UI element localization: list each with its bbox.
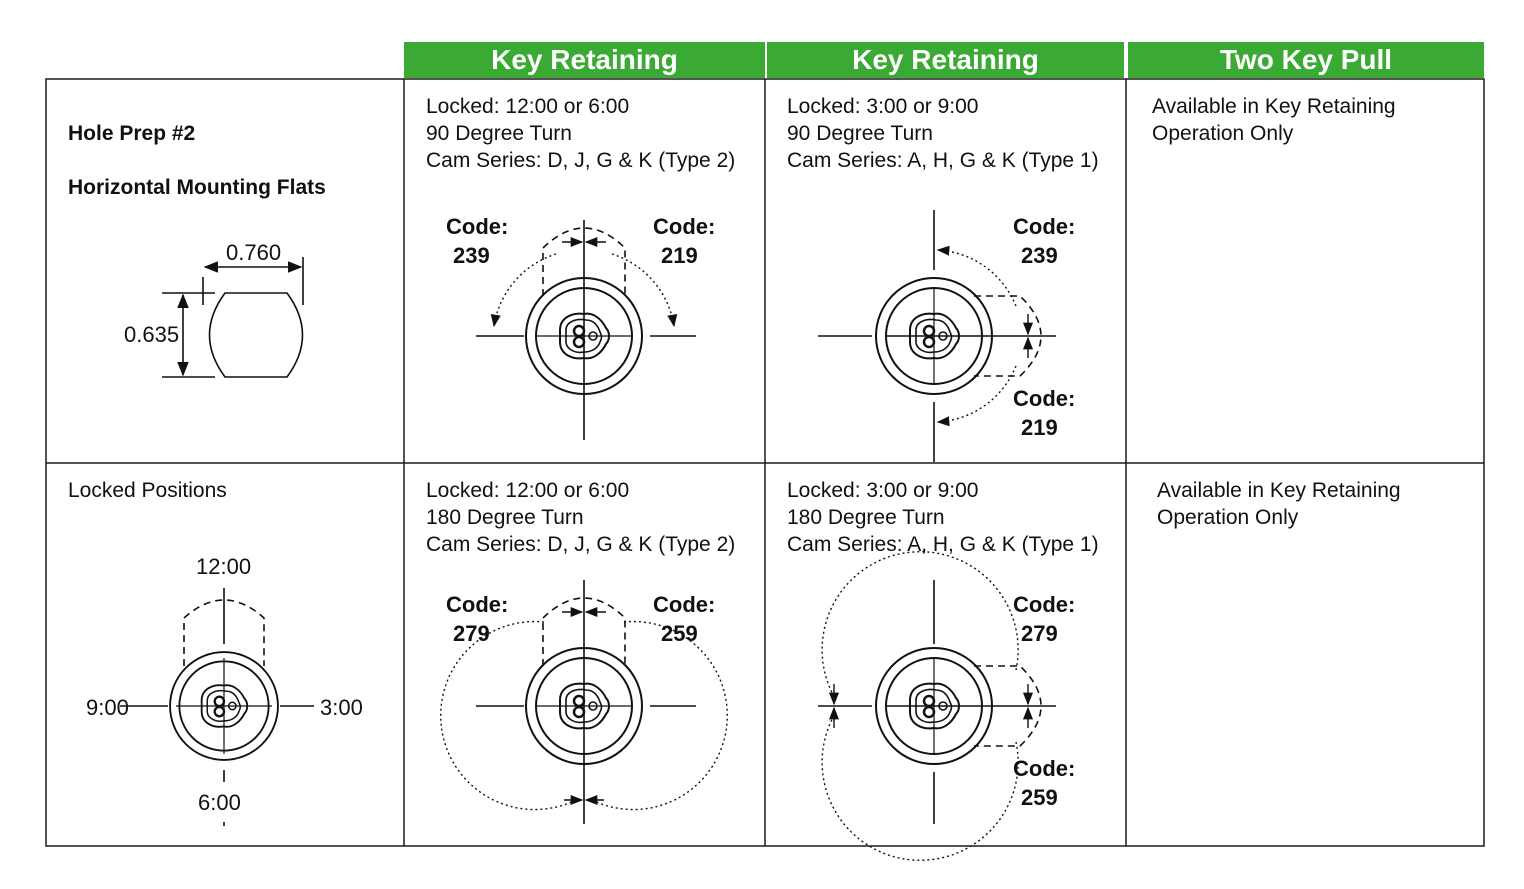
code-259: 259 — [1021, 785, 1058, 810]
row2-col3-description: Available in Key Retaining Operation Onl… — [1157, 479, 1401, 529]
locked-positions-title: Locked Positions — [68, 479, 227, 502]
code-label: Code: — [1013, 756, 1075, 781]
code-279: 279 — [453, 621, 490, 646]
code-label: Code: — [446, 214, 508, 239]
row1-col2-description: Locked: 3:00 or 9:00 90 Degree Turn Cam … — [787, 95, 1099, 172]
code-label: Code: — [446, 592, 508, 617]
code-279: 279 — [1021, 621, 1058, 646]
header-two-key-pull: Two Key Pull — [1128, 42, 1484, 78]
dimension-width: 0.760 — [226, 240, 281, 265]
lock-diagram-r1c2 — [818, 210, 1056, 462]
code-239: 239 — [1021, 243, 1058, 268]
lock-diagram-r1c1 — [476, 220, 696, 440]
position-9: 9:00 — [86, 695, 129, 720]
dimension-height: 0.635 — [124, 322, 179, 347]
locked-positions-diagram — [120, 588, 314, 826]
code-239: 239 — [453, 243, 490, 268]
row1-col3-description: Available in Key Retaining Operation Onl… — [1152, 95, 1396, 145]
code-label: Code: — [653, 214, 715, 239]
row2-col2-description: Locked: 3:00 or 9:00 180 Degree Turn Cam… — [787, 479, 1099, 556]
position-12: 12:00 — [196, 554, 251, 579]
header-key-retaining-1: Key Retaining — [404, 42, 765, 78]
position-3: 3:00 — [320, 695, 363, 720]
position-6: 6:00 — [198, 790, 241, 815]
hole-prep-diagram — [162, 257, 304, 378]
code-label: Code: — [653, 592, 715, 617]
code-259: 259 — [661, 621, 698, 646]
code-219: 219 — [1021, 415, 1058, 440]
lock-diagram-r2c1 — [440, 580, 728, 824]
lock-diagram-r2c2 — [818, 551, 1056, 861]
code-label: Code: — [1013, 214, 1075, 239]
code-219: 219 — [661, 243, 698, 268]
code-label: Code: — [1013, 592, 1075, 617]
row2-col1-description: Locked: 12:00 or 6:00 180 Degree Turn Ca… — [426, 479, 736, 556]
hole-prep-title: Hole Prep #2 Horizontal Mounting Flats — [68, 122, 326, 199]
row1-col1-description: Locked: 12:00 or 6:00 90 Degree Turn Cam… — [426, 95, 736, 172]
code-label: Code: — [1013, 386, 1075, 411]
header-key-retaining-2: Key Retaining — [767, 42, 1124, 78]
